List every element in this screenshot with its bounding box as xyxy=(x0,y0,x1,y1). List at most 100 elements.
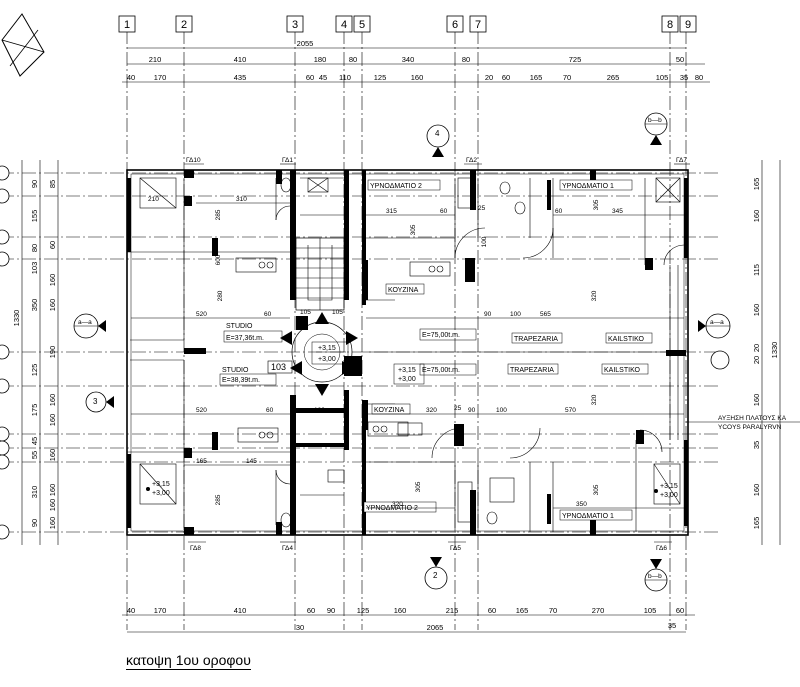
svg-text:165: 165 xyxy=(516,606,529,615)
drawing-caption: κατοψη 1ου οροφου xyxy=(126,652,251,670)
svg-text:270: 270 xyxy=(592,606,605,615)
level-stair-lower: +3,00 xyxy=(318,356,336,363)
svg-text:345: 345 xyxy=(612,208,623,215)
svg-text:2: 2 xyxy=(433,571,438,580)
svg-text:160: 160 xyxy=(752,394,761,407)
svg-text:155: 155 xyxy=(30,210,39,223)
svg-text:20: 20 xyxy=(752,344,761,352)
svg-text:350: 350 xyxy=(576,501,587,508)
svg-text:160: 160 xyxy=(752,304,761,317)
apt-bottom-area: E=75,00t.m. xyxy=(422,367,460,374)
svg-text:600: 600 xyxy=(215,254,222,265)
svg-text:70: 70 xyxy=(549,606,557,615)
svg-text:165: 165 xyxy=(196,458,207,465)
svg-text:105: 105 xyxy=(656,73,669,82)
fixtures xyxy=(139,177,681,528)
svg-text:410: 410 xyxy=(234,55,247,64)
svg-text:125: 125 xyxy=(30,364,39,377)
level-corner-bl-upper: +3,15 xyxy=(152,481,170,488)
room-label-living-bottom: ΚΑΙLSΤΙΚΟ xyxy=(604,367,641,374)
svg-text:6: 6 xyxy=(452,19,458,31)
svg-text:105: 105 xyxy=(332,309,343,316)
svg-text:80: 80 xyxy=(462,55,470,64)
svg-text:2055: 2055 xyxy=(297,39,314,48)
svg-text:45: 45 xyxy=(319,73,327,82)
svg-text:70: 70 xyxy=(563,73,571,82)
svg-text:160: 160 xyxy=(411,73,424,82)
svg-text:305: 305 xyxy=(415,481,422,492)
svg-text:60: 60 xyxy=(488,606,496,615)
svg-text:90: 90 xyxy=(327,606,335,615)
svg-text:ΓΔ7: ΓΔ7 xyxy=(676,157,687,164)
svg-text:160: 160 xyxy=(48,499,57,512)
svg-text:2: 2 xyxy=(181,19,187,31)
svg-text:80: 80 xyxy=(695,73,703,82)
svg-text:40: 40 xyxy=(127,73,135,82)
svg-text:35: 35 xyxy=(668,621,676,630)
svg-text:305: 305 xyxy=(593,199,600,210)
svg-text:60: 60 xyxy=(676,606,684,615)
svg-text:a—a: a—a xyxy=(710,319,724,326)
room-label-studio-top: STUDIO xyxy=(226,323,253,330)
svg-text:100: 100 xyxy=(481,236,488,247)
svg-text:7: 7 xyxy=(475,19,481,31)
svg-text:60: 60 xyxy=(264,311,272,318)
svg-text:b—b: b—b xyxy=(648,117,662,124)
svg-text:45: 45 xyxy=(30,437,39,445)
svg-text:160: 160 xyxy=(752,210,761,223)
svg-text:ΓΔ4: ΓΔ4 xyxy=(282,545,293,552)
svg-text:410: 410 xyxy=(234,606,247,615)
svg-text:103: 103 xyxy=(30,262,39,275)
svg-text:60: 60 xyxy=(555,208,563,215)
svg-text:315: 315 xyxy=(386,208,397,215)
svg-text:5: 5 xyxy=(359,19,365,31)
room-label-studio-bottom: STUDIO xyxy=(222,367,249,374)
svg-text:265: 265 xyxy=(607,73,620,82)
svg-text:20: 20 xyxy=(485,73,493,82)
svg-text:320: 320 xyxy=(392,501,403,508)
svg-text:ΓΔ8: ΓΔ8 xyxy=(190,545,201,552)
svg-text:2065: 2065 xyxy=(427,623,444,632)
svg-text:305: 305 xyxy=(593,484,600,495)
svg-text:160: 160 xyxy=(752,484,761,497)
svg-text:90: 90 xyxy=(468,407,476,414)
svg-text:ΓΔ6: ΓΔ6 xyxy=(656,545,667,552)
vertical-grid-lines xyxy=(126,30,687,630)
grid-axis-labels: 1 2 3 4 5 6 7 8 9 xyxy=(118,15,697,33)
svg-text:160: 160 xyxy=(394,606,407,615)
svg-text:60: 60 xyxy=(307,606,315,615)
building-outline xyxy=(126,169,689,536)
svg-text:215: 215 xyxy=(446,606,459,615)
left-dimension-chain: 1330 90 155 80 103 350 125 175 45 55 310… xyxy=(12,160,59,545)
svg-text:35: 35 xyxy=(752,441,761,449)
svg-text:340: 340 xyxy=(402,55,415,64)
svg-text:125: 125 xyxy=(357,606,370,615)
svg-text:565: 565 xyxy=(540,311,551,318)
svg-text:20: 20 xyxy=(752,356,761,364)
svg-text:160: 160 xyxy=(48,274,57,287)
level-apt-lower: +3,00 xyxy=(398,376,416,383)
svg-text:180: 180 xyxy=(314,55,327,64)
svg-text:30: 30 xyxy=(296,623,304,632)
room-labels: ΥΡΝΟΔΜΑΤΙΟ 2 ΥΡΝΟΔΜΑΤΙΟ 1 ΥΡΝΟΔΜΑΤΙΟ 2 Υ… xyxy=(219,179,653,521)
svg-text:3: 3 xyxy=(292,19,298,31)
svg-text:40: 40 xyxy=(127,606,135,615)
svg-text:110: 110 xyxy=(339,73,351,82)
svg-text:285: 285 xyxy=(215,494,222,505)
level-stair-upper: +3,15 xyxy=(318,345,336,352)
svg-text:4: 4 xyxy=(341,19,347,31)
bottom-dimension-chain: 40 170 410 60 90 125 160 215 60 165 70 2… xyxy=(122,606,695,633)
svg-text:160: 160 xyxy=(48,517,57,530)
level-markers: +3,15 +3,00 103 +3,15 +3,00 +3,15 +3,00 … xyxy=(146,341,678,499)
svg-text:280: 280 xyxy=(217,290,224,301)
note-line-1: ΑΥΞΗΣΗ ΠΛΑΤΟΥΣ ΚΑ xyxy=(718,415,787,422)
structural-walls xyxy=(127,170,688,535)
room-label-bedroom-1-bottom: ΥΡΝΟΔΜΑΤΙΟ 1 xyxy=(562,513,614,520)
svg-text:320: 320 xyxy=(591,394,598,405)
svg-text:b—b: b—b xyxy=(648,573,662,580)
svg-text:35: 35 xyxy=(680,73,688,82)
svg-text:9: 9 xyxy=(685,19,691,31)
level-corner-br-upper: +3,15 xyxy=(660,483,678,490)
level-apt-upper: +3,15 xyxy=(398,367,416,374)
